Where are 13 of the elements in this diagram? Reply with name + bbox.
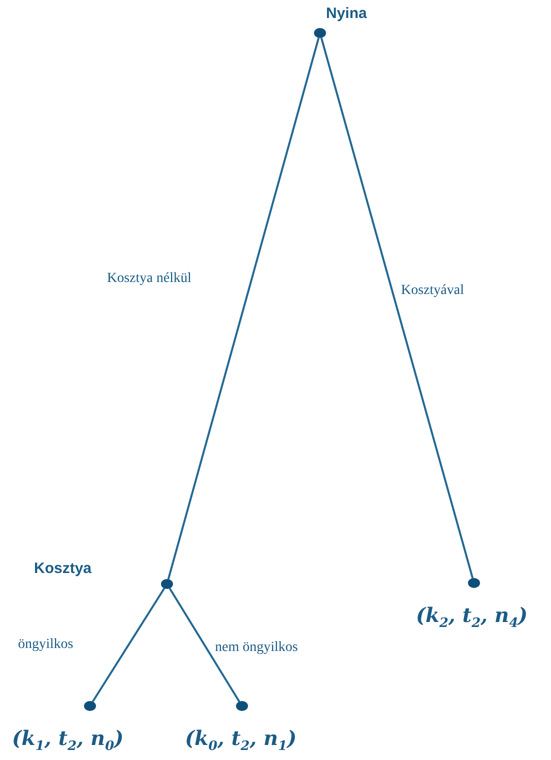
tree-branch — [320, 38, 474, 578]
tree-branch — [167, 38, 320, 580]
edge-label: nem öngyilkos — [213, 639, 300, 656]
tree-branch — [92, 588, 166, 702]
edge-label: öngyilkos — [16, 636, 76, 653]
edge-label: Kosztya nélkül — [105, 270, 194, 287]
payoff-label: (k$_{2}$, t$_{2}$, n$_{4}$) — [416, 603, 528, 631]
tree-branch — [168, 588, 240, 702]
player-label: Nyina — [326, 5, 367, 22]
payoff-label: (k$_{1}$, t$_{2}$, n$_{0}$) — [12, 726, 124, 754]
payoff-label: (k$_{0}$, t$_{2}$, n$_{1}$) — [185, 726, 297, 754]
edge-label: Kosztyával — [399, 282, 466, 299]
player-label: Kosztya — [34, 560, 92, 577]
